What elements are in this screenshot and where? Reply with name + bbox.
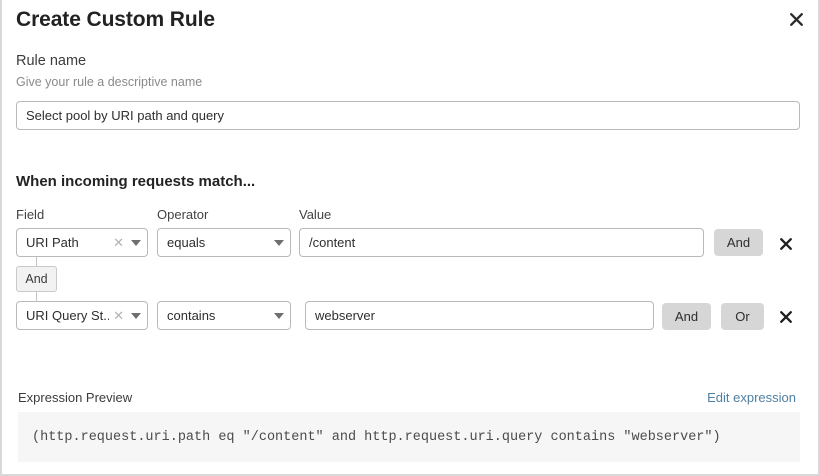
and-button-row-2[interactable]: And	[662, 303, 711, 330]
operator-select-row-2-label: contains	[167, 308, 216, 323]
clear-x-icon[interactable]: ✕	[113, 235, 124, 250]
page-title: Create Custom Rule	[16, 8, 215, 31]
rule-name-hint: Give your rule a descriptive name	[16, 75, 203, 89]
expression-preview-box: (http.request.uri.path eq "/content" and…	[18, 412, 800, 462]
operator-select-row-2[interactable]: contains	[157, 301, 291, 330]
and-button-row-1[interactable]: And	[714, 229, 763, 256]
operator-select-row-1[interactable]: equals	[157, 228, 291, 257]
close-modal-button[interactable]	[783, 6, 809, 32]
expression-preview-code: (http.request.uri.path eq "/content" and…	[32, 429, 721, 445]
column-header-operator: Operator	[157, 207, 209, 222]
operator-select-row-1-icons	[270, 239, 284, 246]
row-connector-and[interactable]: And	[16, 266, 57, 292]
delete-row-2-button[interactable]	[777, 308, 795, 326]
field-select-row-1-label: URI Path	[26, 235, 79, 250]
chevron-down-icon[interactable]	[131, 312, 141, 319]
field-select-row-1-icons: ✕	[109, 236, 141, 249]
rule-name-label: Rule name	[16, 53, 87, 69]
clear-x-icon[interactable]: ✕	[113, 308, 124, 323]
field-select-row-2-icons: ✕	[109, 309, 141, 322]
close-icon	[780, 311, 792, 323]
connector-line-top	[36, 257, 37, 267]
close-icon	[789, 12, 803, 26]
close-icon	[780, 238, 792, 250]
chevron-down-icon[interactable]	[274, 239, 284, 246]
column-header-field: Field	[16, 207, 45, 222]
value-input-row-1[interactable]	[299, 228, 704, 257]
field-select-row-2-label: URI Query St...	[26, 308, 110, 323]
delete-row-1-button[interactable]	[777, 235, 795, 253]
edit-expression-link[interactable]: Edit expression	[707, 390, 796, 405]
operator-select-row-1-label: equals	[167, 235, 206, 250]
value-input-row-2[interactable]	[305, 301, 654, 330]
match-section-heading: When incoming requests match...	[16, 173, 256, 190]
rule-name-input[interactable]	[16, 101, 800, 130]
chevron-down-icon[interactable]	[274, 312, 284, 319]
field-select-row-2[interactable]: URI Query St... ✕	[16, 301, 148, 330]
connector-line-bottom	[36, 292, 37, 302]
chevron-down-icon[interactable]	[131, 239, 141, 246]
or-button-row-2[interactable]: Or	[721, 303, 764, 330]
operator-select-row-2-icons	[270, 312, 284, 319]
expression-preview-label: Expression Preview	[18, 390, 133, 405]
column-header-value: Value	[299, 207, 332, 222]
field-select-row-1[interactable]: URI Path ✕	[16, 228, 148, 257]
